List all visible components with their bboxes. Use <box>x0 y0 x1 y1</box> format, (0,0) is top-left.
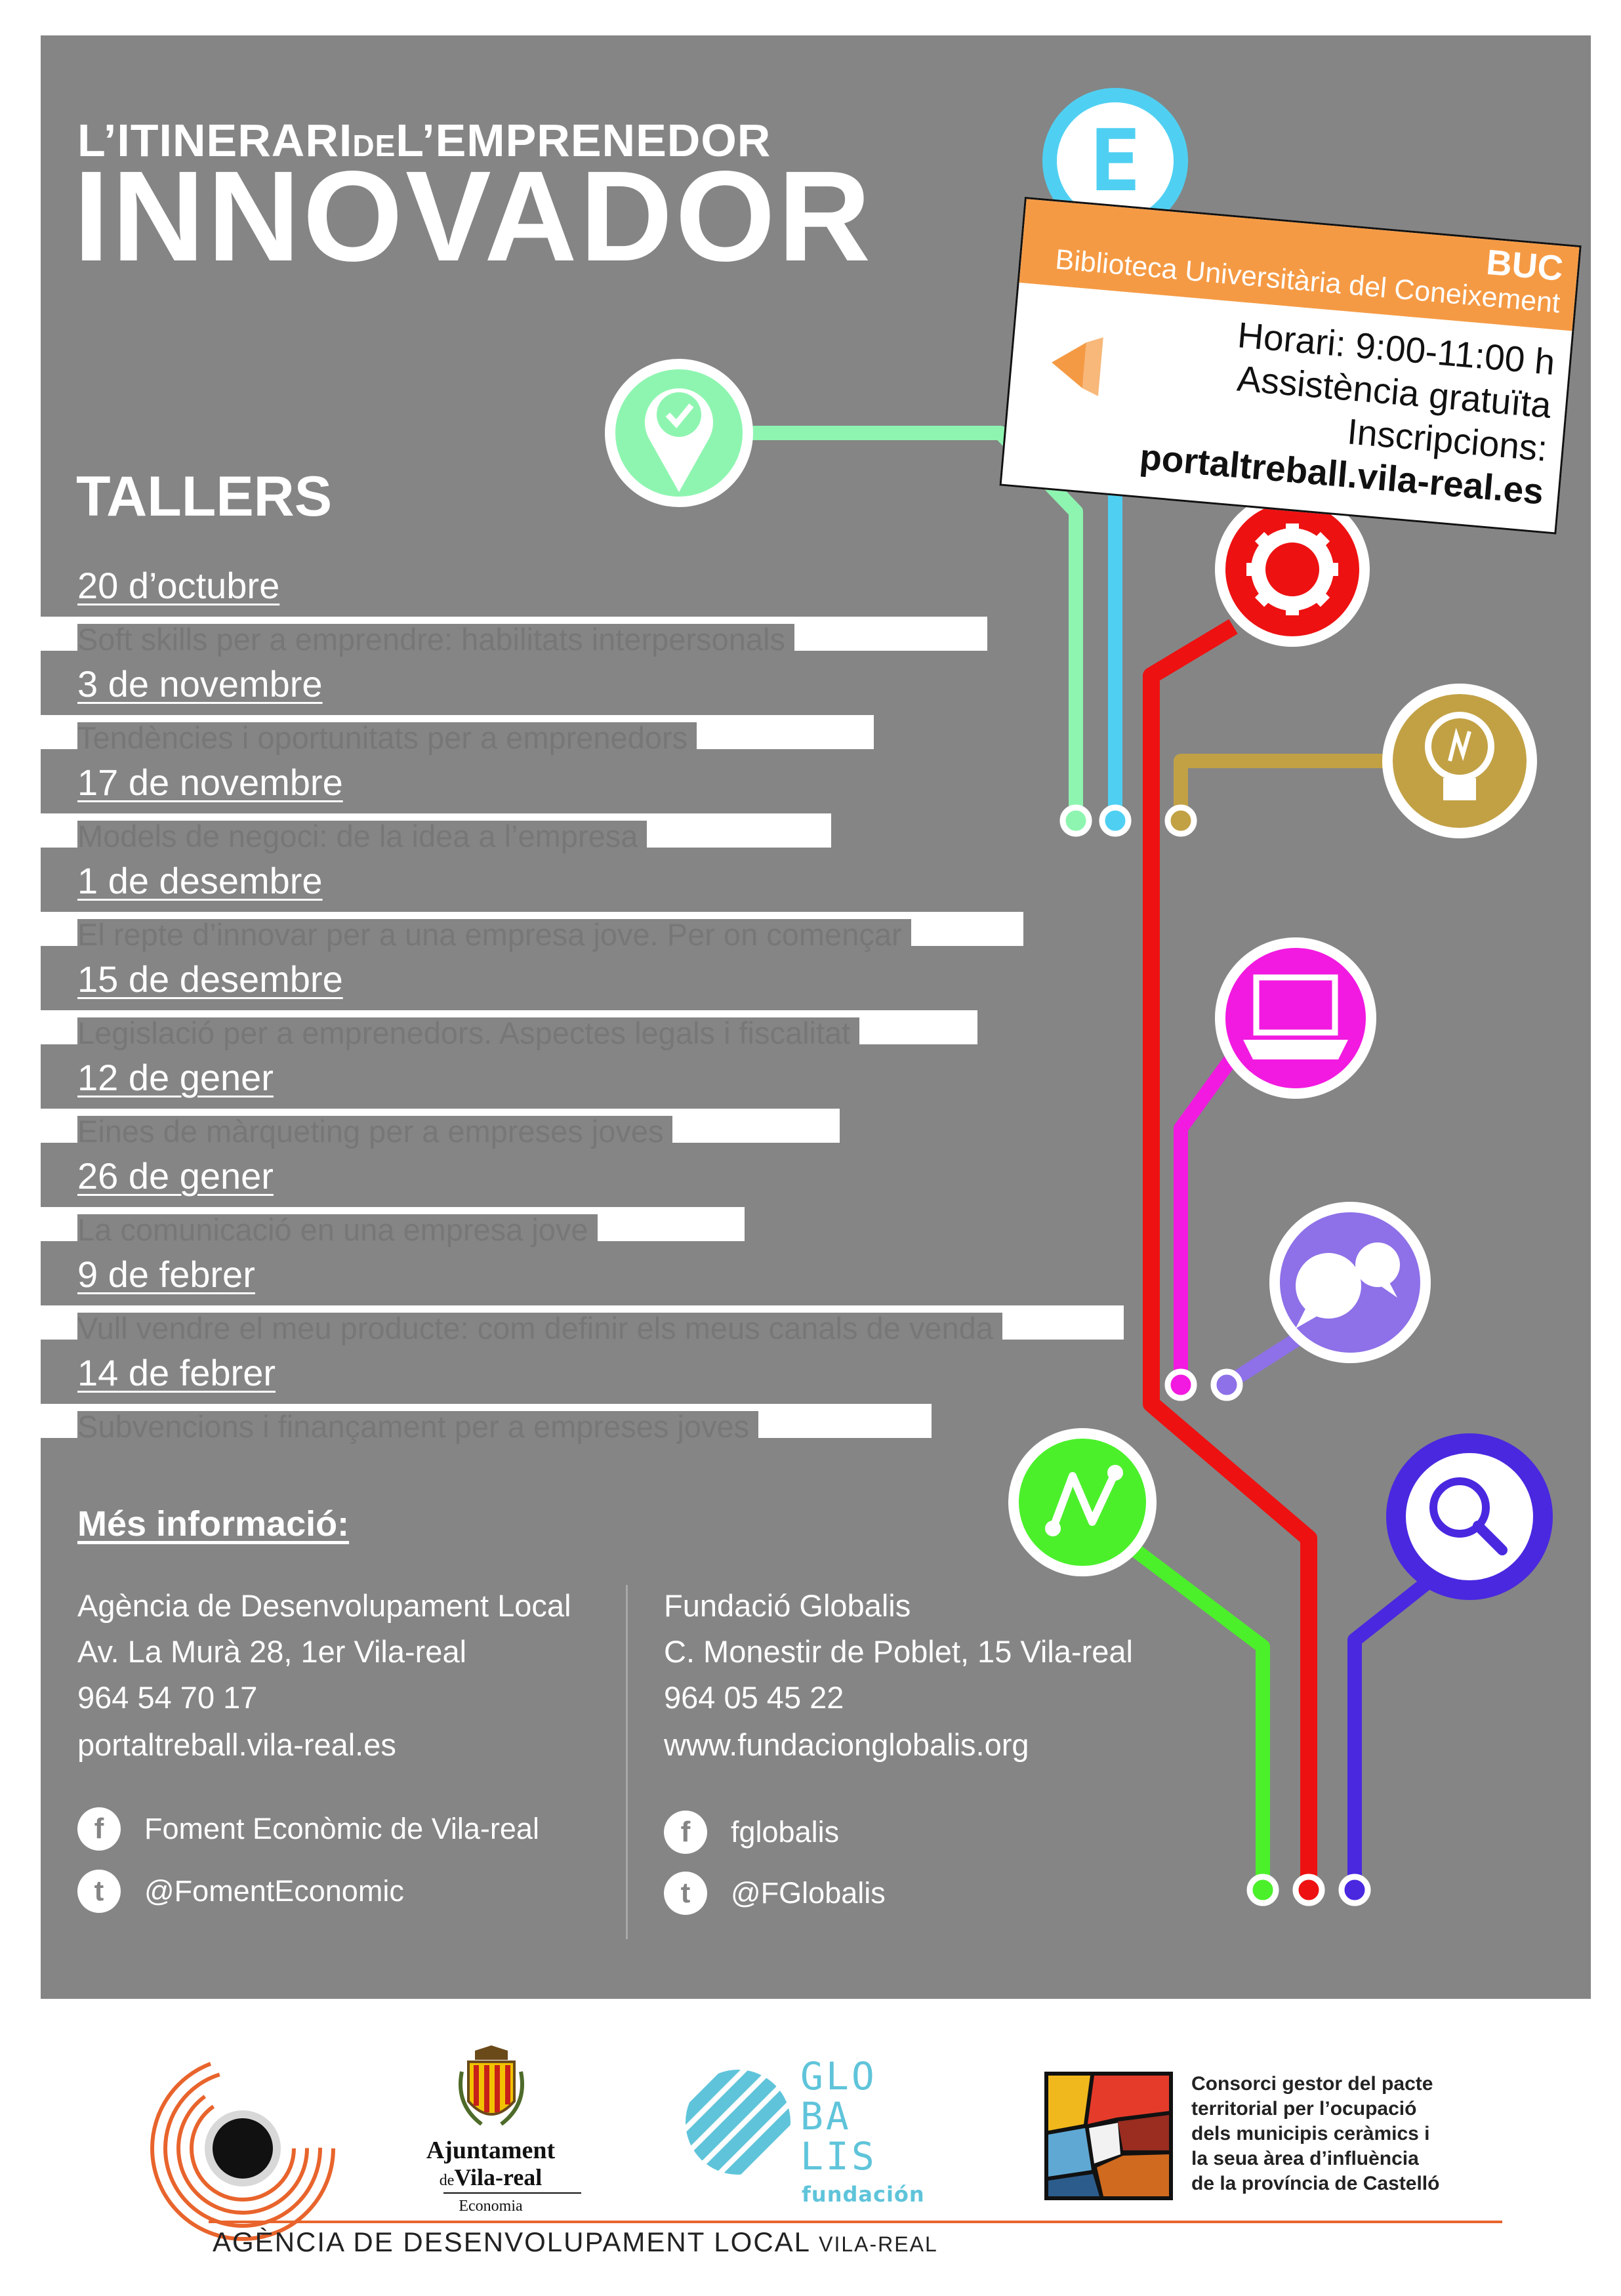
twitter-icon: t <box>664 1872 707 1915</box>
globalis-address: C. Monestir de Poblet, 15 Vila-real <box>664 1634 1133 1669</box>
lightbulb-icon <box>1382 684 1537 838</box>
workshop-topic: Eines de màrqueting per a empreses joves <box>77 1116 673 1148</box>
more-info-heading: Més informació: <box>77 1504 350 1544</box>
indigo-route-line <box>1347 1572 1438 1889</box>
olive-route-line <box>1174 754 1384 820</box>
red-route-line <box>1143 619 1317 1889</box>
workshop-topic-bar: Models de negoci: de la idea a l’empresa <box>41 813 831 853</box>
ajuntament-label: Ajuntament <box>426 2137 556 2164</box>
workshop-date: 17 de novembre <box>77 762 343 803</box>
vila-real-coat-of-arms <box>459 2045 524 2126</box>
globalis-website[interactable]: www.fundacionglobalis.org <box>664 1727 1029 1762</box>
workshop-date: 15 de desembre <box>77 958 343 1000</box>
adl-twitter-label: @FomentEconomic <box>144 1874 404 1908</box>
consorci-mosaic-logo <box>1044 2072 1173 2200</box>
workshop-date: 3 de novembre <box>77 663 323 705</box>
workshop-topic: Legislació per a emprenedors. Aspectes l… <box>77 1017 860 1050</box>
svg-text:E: E <box>1090 111 1141 211</box>
workshop-topic: Soft skills per a emprendre: habilitats … <box>77 624 794 656</box>
trend-line-icon <box>1008 1428 1157 1576</box>
globalis-wordmark-1: GLO <box>800 2054 877 2099</box>
footer-agency-city: VILA-REAL <box>819 2232 938 2256</box>
ajuntament-city-name: Vila-real <box>454 2164 543 2190</box>
globalis-wordmark-3: LIS <box>800 2134 877 2179</box>
title-emprenedor: L’EMPRENEDOR <box>396 115 771 166</box>
laptop-icon <box>1215 937 1376 1099</box>
workshop-date: 26 de gener <box>77 1155 274 1197</box>
ajuntament-dept: Economia <box>459 2198 523 2215</box>
title-de: DE <box>352 129 396 163</box>
workshop-topic: Tendències i oportunitats per a emprened… <box>77 722 697 754</box>
workshop-topic-bar: Vull vendre el meu producte: com definir… <box>41 1305 1124 1345</box>
adl-spiral-logo <box>150 2056 335 2241</box>
adl-facebook[interactable]: f Foment Econòmic de Vila-real <box>77 1807 539 1851</box>
footer-agency: AGÈNCIA DE DESENVOLUPAMENT LOCAL VILA-RE… <box>213 2226 938 2258</box>
workshop-date: 20 d’octubre <box>77 565 280 606</box>
letter-e-icon: E <box>1042 88 1188 234</box>
workshop-topic: Subvencions i finançament per a empreses… <box>77 1411 759 1443</box>
globalis-facebook-label: fglobalis <box>731 1815 840 1849</box>
adl-twitter[interactable]: t @FomentEconomic <box>77 1870 404 1913</box>
workshop-date: 1 de desembre <box>77 860 323 901</box>
info-divider <box>626 1585 628 1939</box>
globalis-globe-logo <box>686 2070 790 2175</box>
adl-name: Agència de Desenvolupament Local <box>77 1588 571 1623</box>
consorci-line: la seua àrea d’influència <box>1191 2148 1419 2169</box>
footer-rule <box>209 2221 1502 2223</box>
workshop-topic: Vull vendre el meu producte: com definir… <box>77 1313 1002 1345</box>
workshop-topic-bar: La comunicació en una empresa jove <box>41 1207 745 1246</box>
adl-phone: 964 54 70 17 <box>77 1680 258 1715</box>
globalis-phone: 964 05 45 22 <box>664 1680 844 1715</box>
facebook-icon: f <box>664 1811 707 1854</box>
workshop-date: 9 de febrer <box>77 1254 255 1295</box>
gear-icon <box>1215 492 1370 647</box>
workshop-topic-bar: Soft skills per a emprendre: habilitats … <box>41 617 987 656</box>
ajuntament-rule <box>443 2192 581 2194</box>
magnifier-icon <box>1386 1433 1553 1600</box>
globalis-wordmark-fundacion: fundación <box>802 2182 925 2207</box>
chat-bubbles-icon <box>1269 1202 1431 1363</box>
globalis-wordmark-2: BA <box>800 2094 852 2139</box>
globalis-facebook[interactable]: f fglobalis <box>664 1811 839 1854</box>
workshop-topic-bar: El repte d’innovar per a una empresa jov… <box>41 912 1023 951</box>
ajuntament-de: de <box>439 2172 455 2189</box>
workshop-topic-bar: Tendències i oportunitats per a emprened… <box>41 715 874 754</box>
adl-address: Av. La Murà 28, 1er Vila-real <box>77 1634 467 1669</box>
adl-facebook-label: Foment Econòmic de Vila-real <box>144 1812 539 1845</box>
magenta-route-line <box>1174 1052 1239 1384</box>
workshop-date: 12 de gener <box>77 1057 274 1098</box>
workshop-topic: La comunicació en una empresa jove <box>77 1214 598 1246</box>
consorci-line: de la província de Castelló <box>1191 2173 1440 2194</box>
facebook-icon: f <box>77 1807 121 1851</box>
globalis-twitter[interactable]: t @FGlobalis <box>664 1872 886 1915</box>
consorci-line: territorial per l’ocupació <box>1191 2098 1417 2120</box>
title-itinerari: L’ITINERARI <box>77 115 353 166</box>
consorci-line: Consorci gestor del pacte <box>1191 2073 1433 2095</box>
workshop-topic: El repte d’innovar per a una empresa jov… <box>77 919 911 951</box>
workshop-topic-bar: Subvencions i finançament per a empreses… <box>41 1404 932 1443</box>
title-line-1: L’ITINERARIDEL’EMPRENEDOR <box>77 114 771 167</box>
footer-agency-name: AGÈNCIA DE DESENVOLUPAMENT LOCAL <box>213 2226 810 2257</box>
route-stops <box>1059 804 1371 1906</box>
consorci-line: dels municipis ceràmics i <box>1191 2123 1430 2144</box>
workshop-date: 14 de febrer <box>77 1352 276 1393</box>
workshop-topic: Models de negoci: de la idea a l’empresa <box>77 821 647 853</box>
orange-arrow-icon <box>1052 337 1103 396</box>
globalis-name: Fundació Globalis <box>664 1588 911 1623</box>
workshop-topic-bar: Legislació per a emprenedors. Aspectes l… <box>41 1010 977 1050</box>
location-check-icon <box>605 359 753 507</box>
workshop-topic-bar: Eines de màrqueting per a empreses joves <box>41 1109 840 1148</box>
green-route-line <box>1111 1529 1270 1889</box>
tallers-heading: TALLERS <box>76 465 333 528</box>
venue-card: BUC Biblioteca Universitària del Coneixe… <box>999 197 1582 535</box>
twitter-icon: t <box>77 1870 121 1913</box>
ajuntament-city: deVila-real <box>409 2163 572 2191</box>
globalis-twitter-label: @FGlobalis <box>731 1876 886 1910</box>
title-innovador: INNOVADOR <box>73 144 874 288</box>
adl-website[interactable]: portaltreball.vila-real.es <box>77 1727 396 1762</box>
